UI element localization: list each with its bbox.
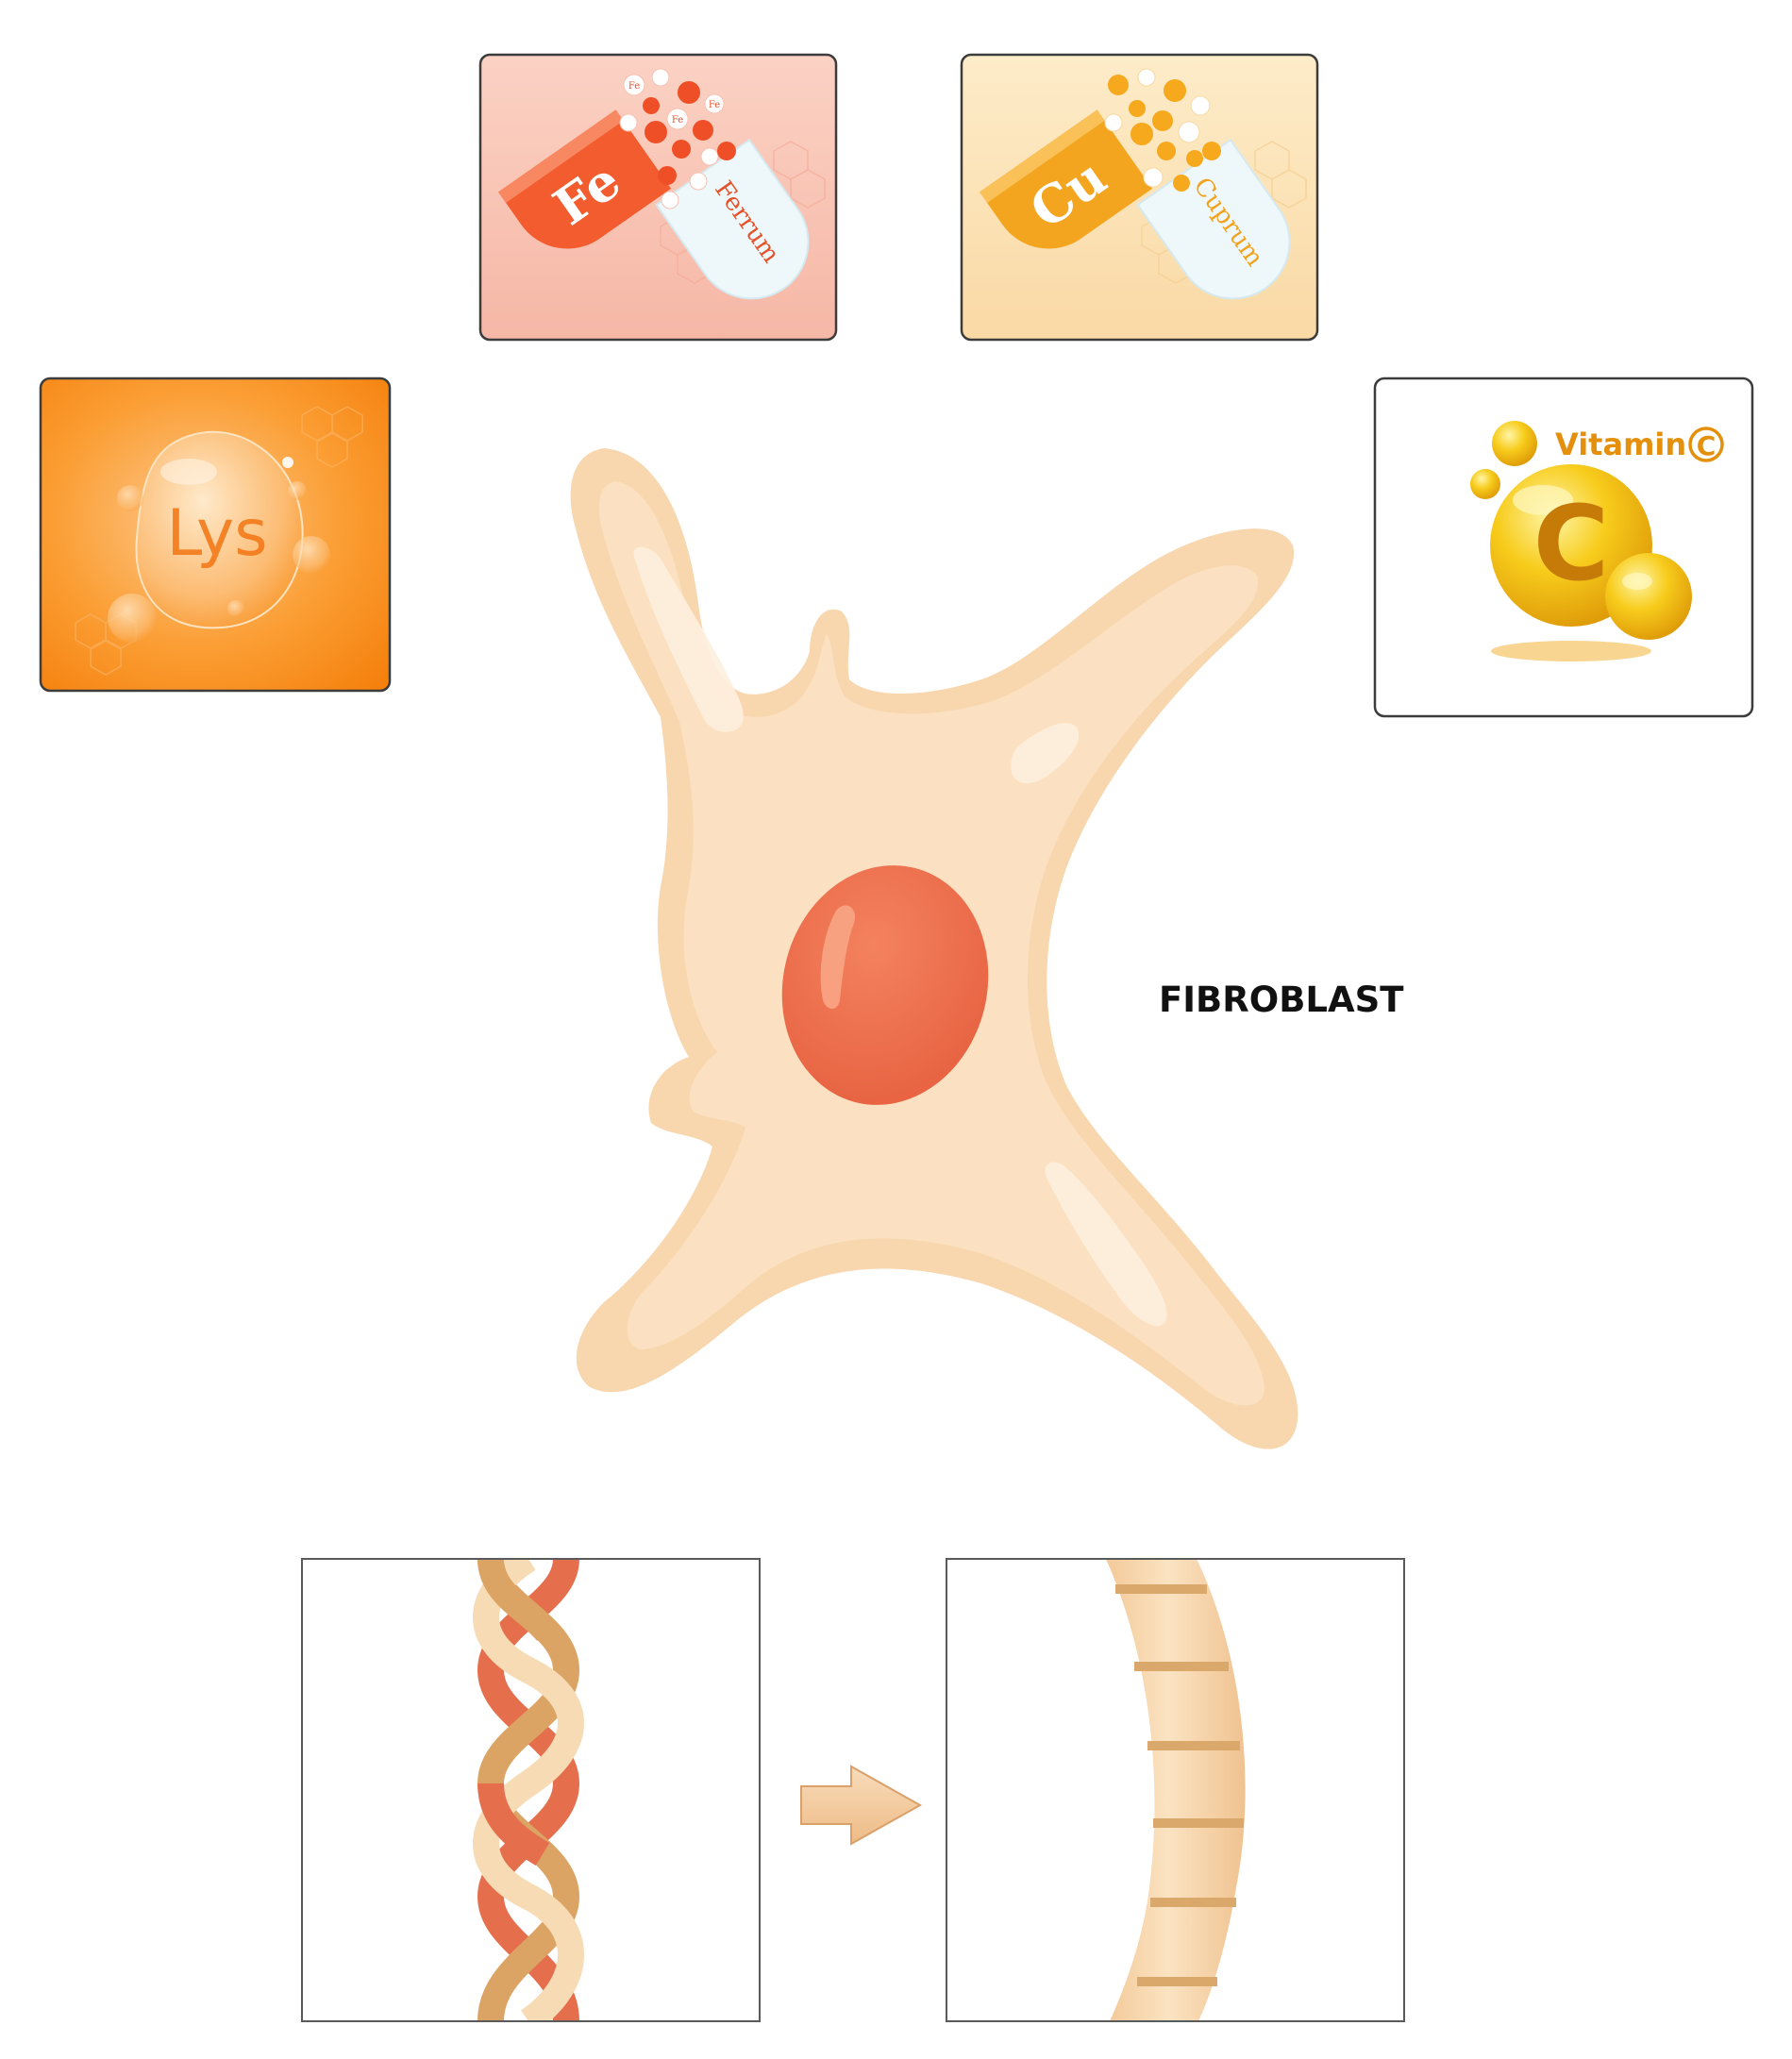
- bubble-highlight: [1622, 573, 1652, 590]
- small-droplet: [288, 481, 307, 500]
- droplet-highlight: [160, 459, 217, 485]
- sparkle-icon: [282, 457, 293, 468]
- helix-strand-red: [477, 1559, 580, 2021]
- fibril-panel-border: [946, 1558, 1405, 2022]
- sphere-highlight: [1513, 485, 1573, 515]
- lysine-panel-border: [39, 377, 392, 693]
- vitamin-bubble-small: [1492, 421, 1537, 466]
- iron-panel-border: [478, 53, 838, 342]
- small-droplet: [117, 485, 143, 511]
- vitamin-shadow: [1491, 641, 1651, 661]
- arrow-right-icon: [800, 1765, 923, 1846]
- helix-strand-tan-overlap: [477, 1559, 558, 1642]
- vitamin-c-panel: C Vitamin C: [1373, 377, 1754, 718]
- helix-strand-cream: [473, 1559, 584, 2021]
- vitamin-title-letter: C: [1697, 430, 1717, 461]
- fibroblast-label: FIBROBLAST: [1159, 979, 1404, 1020]
- particle-label: Fe: [709, 100, 720, 110]
- cell-highlight: [633, 546, 744, 732]
- vitamin-c-symbol: C: [1533, 483, 1610, 604]
- vitamin-bubble-small: [1470, 469, 1500, 499]
- helix-strand-red-overlap: [477, 1783, 550, 1866]
- vitamin-bubble-large: [1605, 553, 1692, 640]
- small-droplet: [108, 594, 157, 643]
- particle-label: Fe: [672, 115, 683, 126]
- copper-panel-border: [960, 53, 1319, 342]
- nucleus-highlight: [820, 905, 856, 1009]
- small-droplet: [227, 600, 244, 617]
- capsule-half-orange: Cu: [980, 109, 1153, 249]
- cell-highlight: [1045, 1162, 1167, 1327]
- cell-highlight: [1011, 723, 1080, 784]
- iron-particles: Fe Fe Fe: [619, 68, 736, 209]
- fibril-bands: [1115, 1584, 1244, 1986]
- triple-helix-panel: [301, 1558, 761, 2022]
- helix-panel-border: [301, 1558, 761, 2022]
- particle-label: Fe: [628, 81, 640, 92]
- small-droplet: [293, 536, 330, 574]
- lysine-symbol: Lys: [166, 496, 267, 571]
- vitamin-title-circle: [1688, 427, 1724, 462]
- copper-particles: [1104, 68, 1221, 192]
- fibroblast-cell: [570, 448, 1298, 1449]
- copper-capsule-panel: Cuprum Cu: [960, 53, 1319, 342]
- lysine-panel: Lys: [39, 377, 392, 693]
- collagen-triple-helix: [473, 1559, 584, 2021]
- capsule-half-red: Fe: [498, 109, 672, 249]
- iron-capsule-panel: Ferrum Fe: [478, 53, 838, 342]
- vitamin-title: Vitamin: [1555, 427, 1686, 462]
- collagen-fibril-panel: [946, 1558, 1405, 2022]
